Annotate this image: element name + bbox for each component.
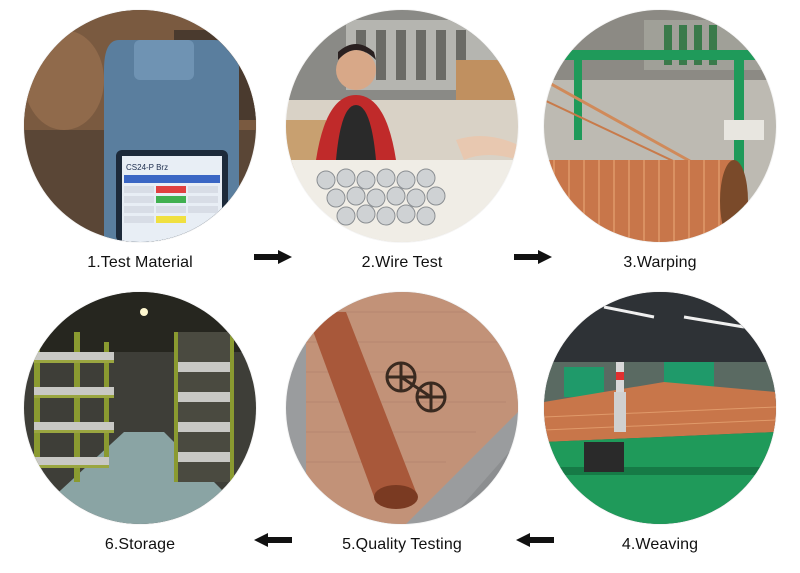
step-label: 1.Test Material [87,254,193,271]
step-label: 6.Storage [104,536,176,553]
step-label: 4.Weaving [621,536,699,553]
test-material-photo: CS24-P Brz [24,10,256,242]
step-quality-testing: 5.Quality Testing [282,292,522,554]
quality-testing-photo [286,292,518,524]
warping-photo [544,10,776,242]
step-label: 2.Wire Test [361,254,443,271]
step-test-material: CS24-P Brz 1.Test Material [20,10,260,272]
step-wire-test: 2.Wire Test [282,10,522,272]
device-screen-title: CS24-P Brz [126,163,168,172]
step-warping: 3.Warping [540,10,780,272]
arrow-right-icon [254,250,292,264]
step-weaving: 4.Weaving [540,292,780,554]
step-label: 3.Warping [623,254,697,271]
storage-photo [24,292,256,524]
step-label: 5.Quality Testing [342,536,462,553]
arrow-left-icon [516,533,554,547]
step-storage: 6.Storage [20,292,260,554]
wire-test-photo [286,10,518,242]
arrow-left-icon [254,533,292,547]
arrow-right-icon [514,250,552,264]
weaving-photo [544,292,776,524]
